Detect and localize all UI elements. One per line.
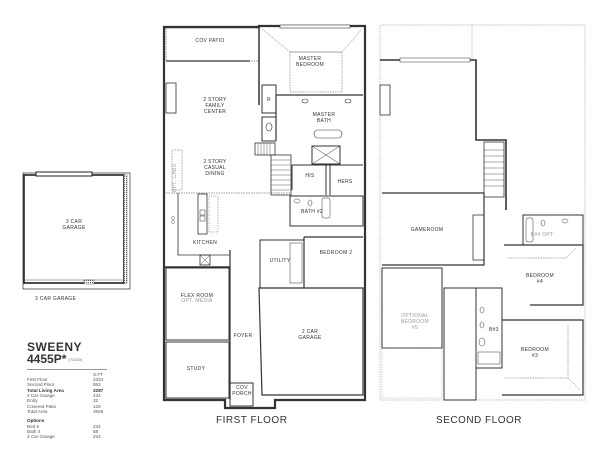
- svg-text:BEDROOM: BEDROOM: [296, 62, 324, 68]
- opt-cabs-label: OPT. CABS: [172, 163, 178, 192]
- room-bath-2: BATH #2: [301, 209, 323, 215]
- svg-text:3 CAR: 3 CAR: [66, 219, 82, 225]
- room-kitchen: KITCHEN: [193, 240, 217, 246]
- svg-text:#3: #3: [532, 353, 538, 359]
- svg-text:BATH: BATH: [317, 118, 331, 124]
- second-floor-caption: SECOND FLOOR: [436, 415, 523, 426]
- svg-text:#4: #4: [537, 279, 543, 285]
- svg-text:DINING: DINING: [205, 171, 224, 177]
- room-cov-porch: COV: [236, 385, 248, 391]
- room-b3-bath: B#3: [489, 327, 499, 333]
- svg-text:BEDROOM: BEDROOM: [401, 319, 429, 325]
- svg-text:R: R: [267, 97, 271, 103]
- first-floor-caption: FIRST FLOOR: [216, 415, 288, 426]
- second-floor-labels: GAMEROOM B#4 OPT BEDROOM #4 OPTIONAL BED…: [401, 227, 554, 359]
- divider: [27, 368, 107, 370]
- options-title: Options: [27, 418, 45, 424]
- plan-name: SWEENY: [27, 340, 83, 354]
- room-bedroom-2: BEDROOM 2: [320, 250, 353, 256]
- room-master-bath: MASTER: [313, 112, 336, 118]
- room-study: STUDY: [187, 366, 206, 372]
- room-bedroom-3: BEDROOM: [521, 347, 549, 353]
- first-floor-labels: COV PATIO MASTER BEDROOM 2 STORY FAMILY …: [172, 38, 353, 397]
- plan-code: 4455P*(7/1/20): [27, 352, 83, 366]
- room-master-bedroom: MASTER: [299, 56, 322, 62]
- room-flex: FLEX ROOM: [181, 293, 213, 299]
- room-cov-patio: COV PATIO: [195, 38, 224, 44]
- room-foyer: FOYER: [234, 333, 253, 339]
- room-b4-opt: B#4 OPT: [531, 232, 554, 238]
- room-bedroom-4: BEDROOM: [526, 273, 554, 279]
- three-car-garage-caption: 3 CAR GARAGE: [35, 296, 77, 302]
- room-casual-dining: 2 STORY: [203, 159, 227, 165]
- svg-text:FAMILY: FAMILY: [205, 103, 225, 109]
- room-optional-bedroom-5: OPTIONAL: [401, 313, 429, 319]
- svg-text:#5: #5: [412, 325, 418, 331]
- three-car-garage-plan: [22, 171, 131, 290]
- svg-text:OPT. MEDIA: OPT. MEDIA: [181, 298, 213, 304]
- room-family-center: 2 STORY: [203, 97, 227, 103]
- svg-text:CENTER: CENTER: [204, 109, 226, 115]
- room-hers-closet: HERS: [337, 179, 352, 185]
- plan-revision: (7/1/20): [68, 356, 83, 362]
- svg-text:PORCH: PORCH: [232, 391, 252, 397]
- room-his-closet: HIS: [305, 173, 315, 179]
- svg-text:GARAGE: GARAGE: [62, 225, 86, 231]
- room-2-car-garage: 2 CAR: [302, 329, 318, 335]
- room-gameroom: GAMEROOM: [411, 227, 444, 233]
- first-floor-plan: [162, 24, 367, 410]
- svg-text:GARAGE: GARAGE: [298, 335, 322, 341]
- svg-text:CASUAL: CASUAL: [204, 165, 226, 171]
- room-utility: UTILITY: [270, 258, 291, 264]
- sqft-header-row: S.FT: [93, 371, 103, 377]
- garage-option-labels: 3 CAR GARAGE: [62, 219, 86, 231]
- second-floor-plan: [379, 24, 586, 401]
